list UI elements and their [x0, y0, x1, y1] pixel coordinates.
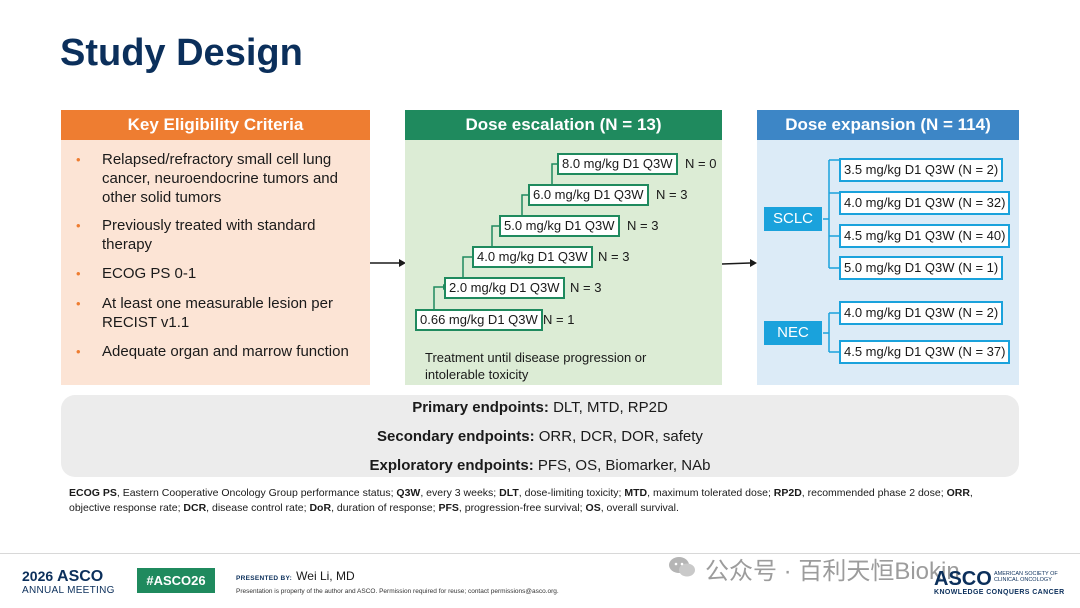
expansion-arm: 4.5 mg/kg D1 Q3W (N = 40): [839, 224, 1011, 248]
eligibility-panel: • Relapsed/refractory small cell lung ca…: [61, 140, 370, 385]
dose-count: N = 3: [656, 187, 688, 202]
asco-tagline: KNOWLEDGE CONQUERS CANCER: [934, 589, 1065, 596]
hashtag-badge: #ASCO26: [137, 568, 215, 593]
watermark-text: 公众号 · 百利天恒Biokin: [705, 558, 960, 585]
dose-box: 2.0 mg/kg D1 Q3W: [444, 277, 565, 299]
wechat-icon: [669, 557, 695, 577]
cohort-label-sclc: SCLC: [764, 207, 822, 231]
bullet-icon: •: [76, 152, 81, 167]
escalation-note: Treatment until disease progression or i…: [425, 350, 647, 382]
asco-logo: ASCO: [934, 568, 992, 590]
eligibility-header: Key Eligibility Criteria: [61, 110, 370, 140]
cohort-brackets: [823, 159, 839, 353]
exploratory-endpoints: Exploratory endpoints: PFS, OS, Biomarke…: [369, 457, 711, 474]
secondary-endpoints: Secondary endpoints: ORR, DCR, DOR, safe…: [377, 428, 703, 445]
expansion-arm: 4.0 mg/kg D1 Q3W (N = 2): [839, 301, 1004, 325]
presenter-line: PRESENTED BY:Wei Li, MD: [236, 569, 355, 583]
bullet-icon: •: [76, 218, 81, 233]
expansion-arm: 5.0 mg/kg D1 Q3W (N = 1): [839, 256, 1004, 280]
flow-arrow-icon: [721, 259, 757, 267]
permission-notice: Presentation is property of the author a…: [236, 588, 559, 595]
endpoints-panel: Primary endpoints: DLT, MTD, RP2D Second…: [61, 395, 1019, 477]
cohort-label-nec: NEC: [764, 321, 822, 345]
footer-divider: [0, 553, 1080, 554]
page-title: Study Design: [60, 32, 303, 74]
expansion-arm: 4.0 mg/kg D1 Q3W (N = 32): [839, 191, 1011, 215]
expansion-header: Dose expansion (N = 114): [757, 110, 1019, 140]
dose-box: 8.0 mg/kg D1 Q3W: [557, 153, 678, 175]
dose-count: N = 3: [570, 280, 602, 295]
dose-box: 6.0 mg/kg D1 Q3W: [528, 184, 649, 206]
primary-endpoints: Primary endpoints: DLT, MTD, RP2D: [412, 399, 668, 416]
expansion-arm: 3.5 mg/kg D1 Q3W (N = 2): [839, 158, 1004, 182]
escalation-header: Dose escalation (N = 13): [405, 110, 722, 140]
asco-meeting-logo: 2026 ASCO: [22, 568, 104, 585]
dose-count: N = 3: [598, 249, 630, 264]
dose-box: 5.0 mg/kg D1 Q3W: [499, 215, 620, 237]
bullet-icon: •: [76, 296, 81, 311]
asco-society-name: AMERICAN SOCIETY OF CLINICAL ONCOLOGY: [994, 571, 1058, 583]
expansion-arm: 4.5 mg/kg D1 Q3W (N = 37): [839, 340, 1011, 364]
dose-count: N = 1: [543, 312, 575, 327]
bullet-icon: •: [76, 344, 81, 359]
bullet-icon: •: [76, 266, 81, 281]
dose-count: N = 3: [627, 218, 659, 233]
dose-box: 4.0 mg/kg D1 Q3W: [472, 246, 593, 268]
meeting-subtitle: ANNUAL MEETING: [22, 585, 115, 596]
dose-box: 0.66 mg/kg D1 Q3W: [415, 309, 543, 331]
flow-arrow-icon: [370, 259, 406, 267]
abbreviations-footnote: ECOG PS, Eastern Cooperative Oncology Gr…: [69, 487, 973, 514]
dose-count: N = 0: [685, 156, 717, 171]
